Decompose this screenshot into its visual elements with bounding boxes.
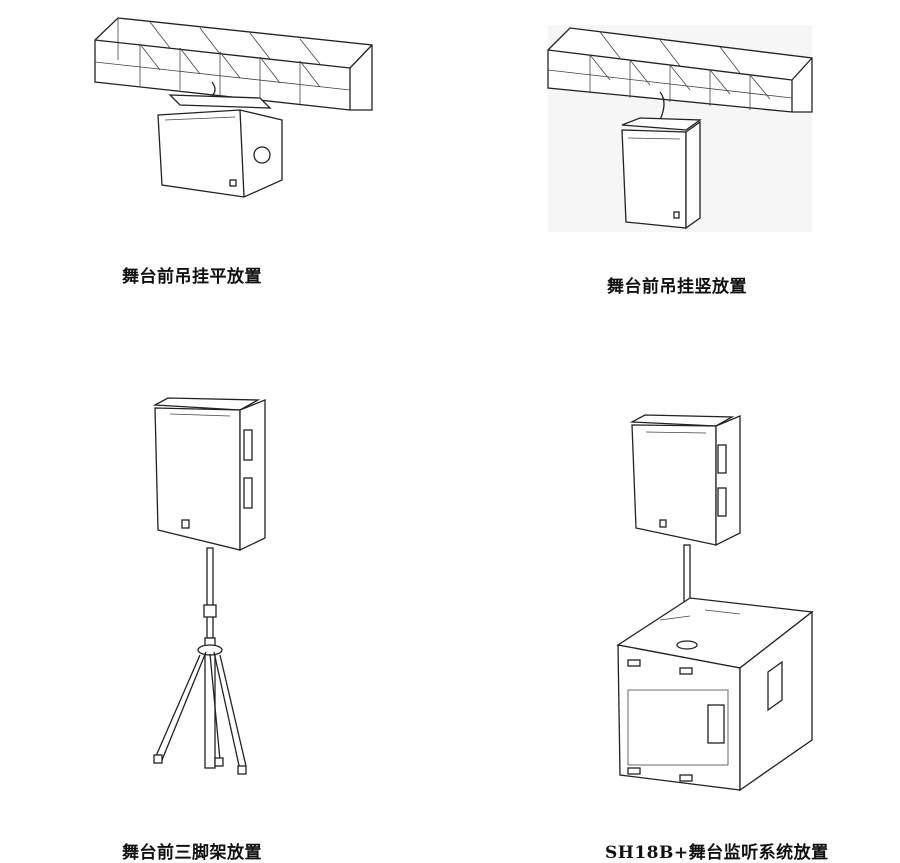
caption-truss-horizontal: 舞台前吊挂平放置 (122, 267, 262, 287)
caption-tripod: 舞台前三脚架放置 (122, 843, 262, 863)
speaker-vertical-hung (621, 91, 702, 230)
sub-speaker-illustration (616, 414, 814, 792)
truss-horizontal-speaker-illustration (94, 17, 814, 792)
tripod-speaker-illustration (152, 397, 266, 775)
caption-sub-monitor: SH18B+舞台监听系统放置 (605, 843, 829, 863)
caption-truss-vertical: 舞台前吊挂竖放置 (607, 277, 747, 297)
speaker-horizontal (157, 81, 283, 198)
truss-1 (94, 17, 373, 111)
truss-2 (547, 27, 813, 113)
